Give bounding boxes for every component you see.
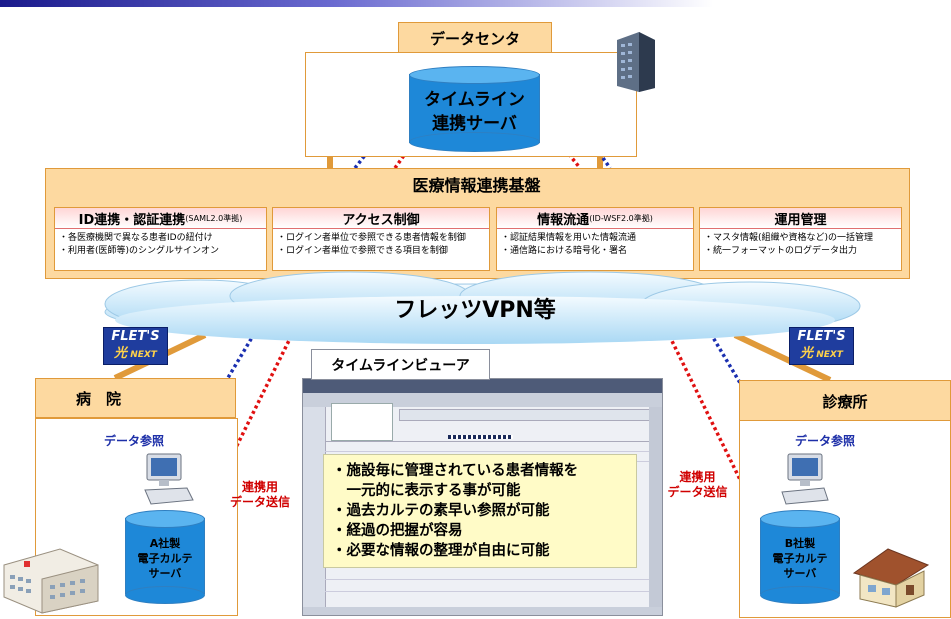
- clinic-data-ref: データ参照: [795, 434, 856, 448]
- server-line: B社製: [784, 537, 816, 550]
- clinic-server-cylinder: B社製 電子カルテ サーバ: [760, 510, 840, 604]
- datacenter-title: データセンタ: [398, 22, 552, 54]
- feature-item: ・過去カルテの素早い参照が可能: [332, 503, 550, 519]
- send-line2: データ送信: [667, 485, 728, 499]
- network-cloud: [104, 271, 861, 344]
- module-title: 情報流通: [537, 212, 590, 228]
- clinic-title: 診療所: [739, 380, 951, 422]
- module-access-control: アクセス制御 ・ログイン者単位で参照できる患者情報を制御 ・ログイン者単位で参照…: [272, 207, 490, 271]
- server-line: サーバ: [783, 567, 817, 580]
- module-operations: 運用管理 ・マスタ情報(組織や資格など)の一括管理 ・統一フォーマットのログデー…: [699, 207, 902, 271]
- feature-item: ・必要な情報の整理が自由に可能: [332, 543, 550, 559]
- server-label-line2: 連携サーバ: [432, 114, 517, 134]
- feature-item: 一元的に表示する事が可能: [332, 483, 521, 499]
- server-label-line1: タイムライン: [424, 90, 525, 110]
- module-title: アクセス制御: [342, 212, 420, 228]
- send-line1: 連携用: [241, 480, 278, 494]
- module-info-flow: 情報流通(ID-WSF2.0準拠) ・認証結果情報を用いた情報流通 ・通信路にお…: [496, 207, 694, 271]
- flets-main: FLET'S: [797, 329, 846, 344]
- module-line: ・認証結果情報を用いた情報流通: [501, 233, 637, 243]
- module-line: ・各医療機関で異なる患者IDの紐付け: [59, 233, 213, 243]
- module-line: ・通信路における暗号化・署名: [501, 246, 628, 256]
- platform-title: 医療情報連携基盤: [412, 176, 541, 195]
- module-suffix: (SAML2.0準拠): [185, 213, 243, 223]
- flets-sub: NEXT: [130, 350, 157, 360]
- clinic-send-label: 連携用 データ送信: [660, 470, 735, 500]
- flets-main: FLET'S: [111, 329, 160, 344]
- hospital-send-label: 連携用 データ送信: [225, 480, 295, 510]
- module-title: ID連携・認証連携: [78, 212, 186, 228]
- hospital-building-icon: [3, 548, 99, 614]
- module-line: ・利用者(医師等)のシングルサインオン: [59, 246, 220, 256]
- network-label: フレッツVPN等: [394, 298, 556, 323]
- server-line: 電子カルテ: [137, 552, 193, 565]
- viewer-title: タイムラインビューア: [311, 349, 490, 380]
- viewer-feature-list: ・施設毎に管理されている患者情報を 一元的に表示する事が可能 ・過去カルテの素早…: [323, 454, 637, 568]
- computer-terminal-icon: [144, 453, 194, 505]
- server-line: 電子カルテ: [772, 552, 828, 565]
- flets-sub-char: 光: [800, 346, 814, 361]
- top-gradient-bar: [0, 0, 951, 7]
- send-line1: 連携用: [679, 470, 716, 484]
- module-line: ・ログイン者単位で参照できる患者情報を制御: [277, 233, 466, 243]
- hospital-title: 病 院: [35, 378, 236, 418]
- flets-logo-right: FLET'S 光 NEXT: [789, 327, 854, 365]
- send-line2: データ送信: [229, 495, 290, 509]
- clinic-house-icon: [852, 548, 930, 608]
- module-id-auth: ID連携・認証連携(SAML2.0準拠) ・各医療機関で異なる患者IDの紐付け …: [54, 207, 267, 271]
- server-line: A社製: [149, 537, 181, 550]
- hospital-server-cylinder: A社製 電子カルテ サーバ: [125, 510, 205, 604]
- flets-sub-char: 光: [114, 346, 128, 361]
- hospital-data-ref: データ参照: [104, 434, 165, 448]
- flets-logo-left: FLET'S 光 NEXT: [103, 327, 168, 365]
- module-suffix: (ID-WSF2.0準拠): [589, 213, 653, 223]
- module-line: ・統一フォーマットのログデータ出力: [704, 246, 858, 256]
- module-line: ・マスタ情報(組織や資格など)の一括管理: [704, 233, 874, 243]
- datacenter-building-icon: [617, 32, 655, 92]
- computer-terminal-icon: [781, 453, 829, 505]
- feature-item: ・施設毎に管理されている患者情報を: [332, 463, 579, 479]
- clinic-leg: [733, 332, 832, 383]
- timeline-server-cylinder: タイムライン 連携サーバ: [409, 66, 540, 152]
- module-line: ・ログイン者単位で参照できる項目を制御: [277, 246, 448, 256]
- feature-item: ・経過の把握が容易: [332, 523, 463, 539]
- flets-sub: NEXT: [816, 350, 843, 360]
- server-line: サーバ: [148, 567, 182, 580]
- module-title: 運用管理: [774, 212, 827, 228]
